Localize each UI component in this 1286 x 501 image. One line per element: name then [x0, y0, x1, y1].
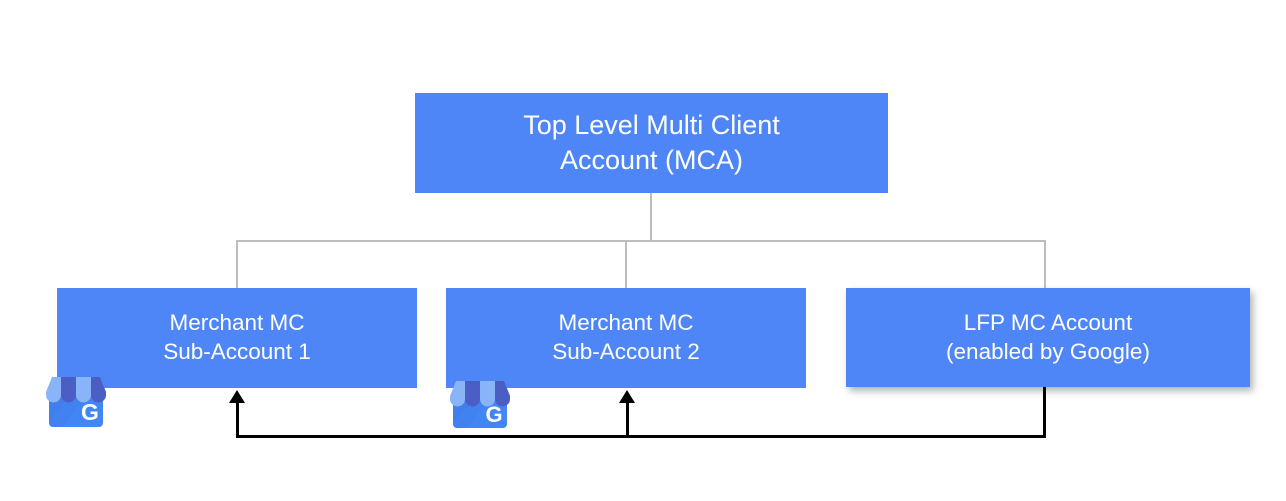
node-lfp-mc-account[interactable]: LFP MC Account (enabled by Google) — [846, 288, 1250, 387]
feedback-path-riser-merchant-1 — [236, 400, 239, 438]
node-merchant-mc-sub-account-2[interactable]: Merchant MC Sub-Account 2 — [446, 288, 806, 388]
connector-drop-lfp — [1044, 240, 1046, 290]
node-merchant-mc-sub-account-1[interactable]: Merchant MC Sub-Account 1 — [57, 288, 417, 388]
feedback-path-riser-merchant-2 — [626, 400, 629, 438]
arrowhead-icon-merchant-1 — [229, 390, 245, 403]
connector-top-stem — [650, 192, 652, 242]
google-my-business-icon: G — [46, 377, 106, 427]
gmb-glyph: G — [81, 399, 99, 425]
node-top-level-mca[interactable]: Top Level Multi Client Account (MCA) — [415, 93, 888, 193]
google-my-business-icon: G — [450, 381, 510, 428]
feedback-path-bottom — [236, 435, 1046, 438]
gmb-glyph: G — [485, 402, 502, 427]
arrowhead-icon-merchant-2 — [619, 390, 635, 403]
connector-horizontal-bus — [236, 240, 1046, 242]
connector-drop-merchant-2 — [625, 240, 627, 290]
feedback-path-riser-lfp — [1043, 387, 1046, 438]
connector-drop-merchant-1 — [236, 240, 238, 290]
